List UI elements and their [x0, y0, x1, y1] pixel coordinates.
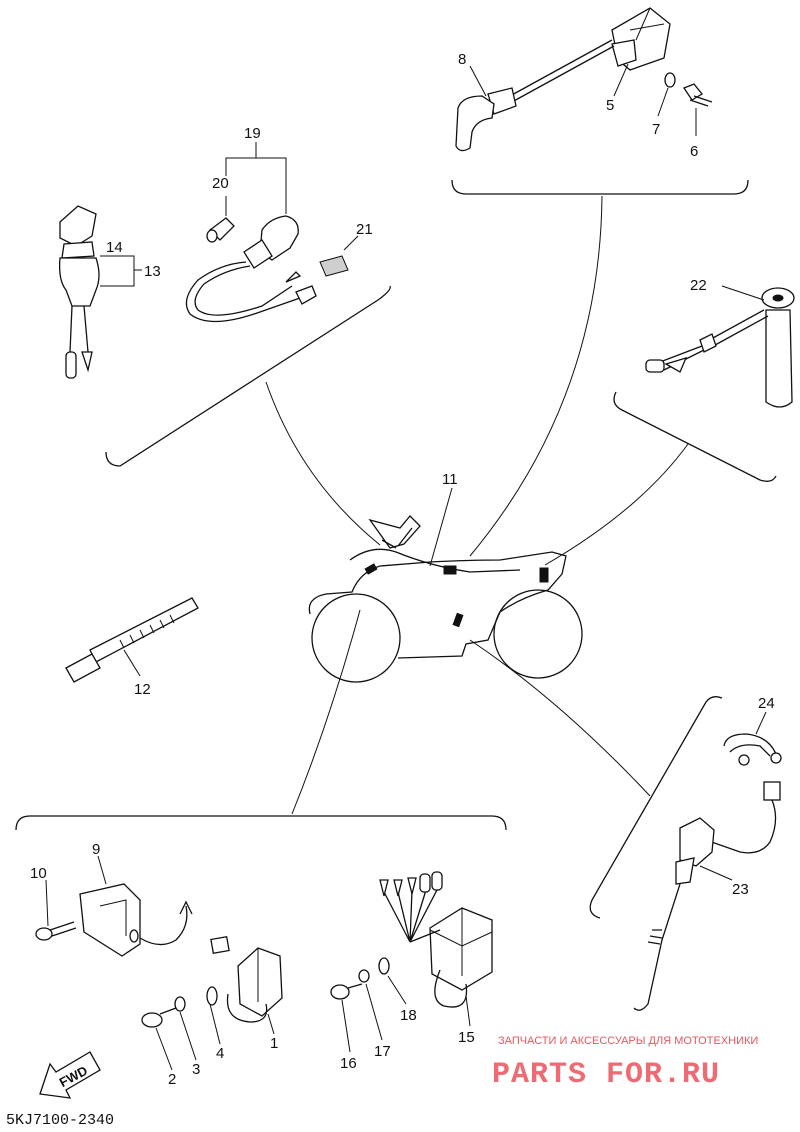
- callout-4: 4: [216, 1045, 224, 1062]
- callout-21: 21: [356, 221, 373, 238]
- callout-19: 19: [244, 125, 261, 142]
- cable-tie: [65, 597, 199, 683]
- callout-5: 5: [606, 97, 614, 114]
- main-switch-assembly: [58, 205, 142, 379]
- forward-arrow: FWD: [39, 1051, 101, 1099]
- watermark-tagline: ЗАПЧАСТИ И АКСЕССУАРЫ ДЛЯ МОТОТЕХНИКИ: [498, 1035, 758, 1047]
- callout-22: 22: [690, 277, 707, 294]
- callout-11: 11: [442, 471, 458, 488]
- callout-17: 17: [374, 1043, 391, 1060]
- callout-2: 2: [168, 1071, 176, 1088]
- plug-cap-assembly: [185, 142, 359, 323]
- leader-curves: [265, 195, 689, 815]
- callout-15: 15: [458, 1029, 475, 1046]
- diagram-code: 5KJ7100-2340: [6, 1112, 114, 1129]
- pickup-coil: [35, 855, 193, 957]
- coil-1-assembly: [141, 935, 283, 1071]
- callout-12: 12: [134, 681, 151, 698]
- callout-20: 20: [212, 175, 229, 192]
- atv-silhouette: [308, 515, 583, 683]
- callout-18: 18: [400, 1007, 417, 1024]
- callout-23: 23: [732, 881, 749, 898]
- callout-1: 1: [270, 1035, 278, 1052]
- callout-7: 7: [652, 121, 660, 138]
- callout-16: 16: [340, 1055, 357, 1072]
- callout-3: 3: [192, 1061, 200, 1078]
- watermark-brand: PARTS FOR.RU: [492, 1058, 720, 1092]
- callout-14: 14: [106, 239, 123, 256]
- callout-24: 24: [758, 695, 775, 712]
- callout-6: 6: [690, 143, 698, 160]
- sensor-assembly: [645, 285, 795, 408]
- callout-8: 8: [458, 51, 466, 68]
- callout-9: 9: [92, 841, 100, 858]
- group-brackets: [15, 179, 777, 919]
- callout-numbers: 1 2 3 4 5 6 7 8 9 10 11 12 13 14 15 16 1…: [30, 51, 775, 1088]
- clamp: [723, 711, 782, 766]
- watermark: ЗАПЧАСТИ И АКСЕССУАРЫ ДЛЯ МОТОТЕХНИКИ PA…: [492, 1035, 758, 1092]
- callout-10: 10: [30, 865, 47, 882]
- neutral-switch: [633, 781, 781, 1011]
- callout-13: 13: [144, 263, 161, 280]
- harness-leader: [429, 487, 453, 567]
- coil-15-assembly: [330, 871, 493, 1053]
- ignition-coil-assembly: [455, 7, 713, 152]
